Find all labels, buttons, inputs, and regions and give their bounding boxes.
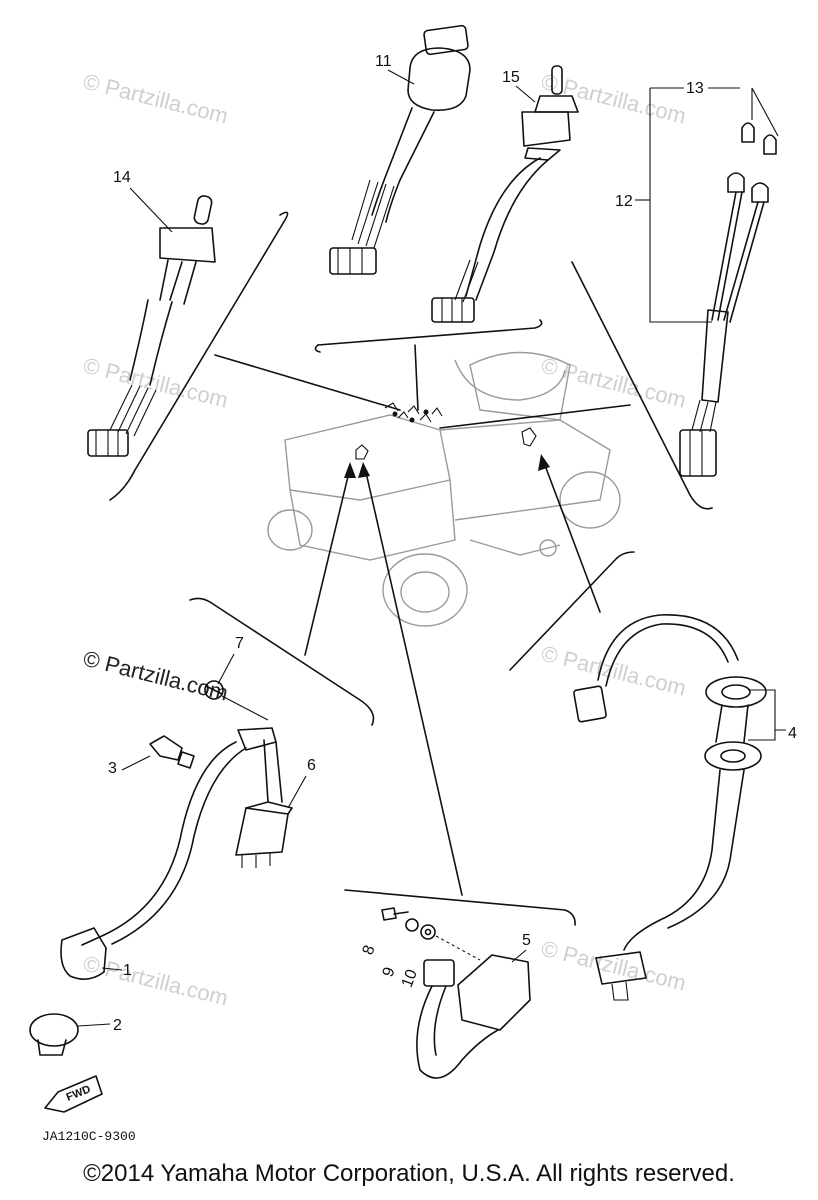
part-label: 6 [307, 757, 316, 774]
diagram-code: JA1210C-9300 [42, 1129, 136, 1144]
forward-direction-icon: FWD [44, 1075, 103, 1113]
part-label: 2 [113, 1017, 122, 1034]
ignition-coil-assembly [29, 680, 293, 1056]
part-12-13-harness [679, 122, 777, 477]
part-label: 7 [235, 635, 244, 652]
part-label: 11 [375, 53, 392, 70]
part-label: 12 [615, 193, 633, 210]
part-label: 14 [113, 169, 131, 186]
part-label: 3 [108, 760, 117, 777]
part-11-main-switch [329, 24, 471, 275]
part-label: 13 [686, 80, 704, 97]
part-label: 9 [380, 965, 399, 979]
leader-arrows [214, 344, 631, 896]
watermark: © Partzilla.com [81, 951, 231, 1011]
watermark: © Partzilla.com [539, 936, 689, 996]
watermark: © Partzilla.com [81, 69, 231, 129]
part-15-switch [431, 65, 579, 323]
part-label: 5 [522, 932, 531, 949]
part-5-relay-assembly [381, 907, 531, 1079]
part-label: 15 [502, 69, 520, 86]
tractor-illustration [267, 351, 621, 627]
part-label: 1 [123, 962, 132, 979]
part-14-switch [87, 195, 216, 457]
watermark: © Partzilla.com [539, 641, 689, 701]
diagram-canvas: © Partzilla.com © Partzilla.com © Partzi… [29, 24, 797, 1144]
copyright-notice: ©2014 Yamaha Motor Corporation, U.S.A. A… [83, 1160, 735, 1187]
mount-points [355, 402, 537, 460]
part-label: 8 [360, 943, 379, 957]
part-label: 10 [399, 967, 421, 990]
part-number-labels: 11 15 14 13 12 7 3 6 4 1 2 5 8 9 10 [77, 53, 797, 1034]
callout-brackets [635, 87, 786, 741]
part-4-wire-harness [573, 614, 767, 1001]
part-label: 4 [788, 725, 797, 742]
group-dividers [109, 211, 713, 926]
